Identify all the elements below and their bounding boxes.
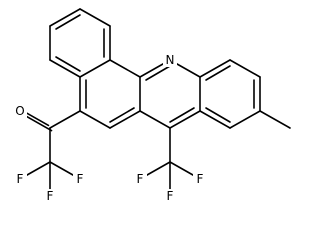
fluorine-label: F xyxy=(197,172,204,186)
bond xyxy=(79,59,111,78)
bond xyxy=(199,110,231,129)
bond xyxy=(109,59,141,78)
bond xyxy=(169,107,195,123)
atom-labels: N O F F F F F F xyxy=(13,53,207,203)
acyl-fluorine-atom-3: F xyxy=(73,172,87,186)
bond xyxy=(109,110,141,129)
bond xyxy=(199,59,231,78)
bond xyxy=(55,56,81,72)
fluorine-label: F xyxy=(47,189,54,203)
oxygen-label: O xyxy=(15,104,24,118)
bond xyxy=(169,110,201,129)
bond xyxy=(205,107,231,123)
bond xyxy=(259,110,291,129)
bond xyxy=(139,110,171,129)
bond-lines xyxy=(17,8,291,197)
nitrogen-label: N xyxy=(166,53,175,67)
bond xyxy=(109,107,135,123)
bond xyxy=(229,110,261,129)
bond xyxy=(229,59,261,78)
acyl-fluorine-atom-2: F xyxy=(43,189,57,203)
bond xyxy=(205,65,231,81)
bond xyxy=(49,110,81,129)
cf3-fluorine-atom-3: F xyxy=(193,172,207,186)
bond xyxy=(79,110,111,129)
cf3-fluorine-atom-1: F xyxy=(133,172,147,186)
bond xyxy=(79,8,111,27)
bond xyxy=(55,14,81,30)
fluorine-label: F xyxy=(77,172,84,186)
carbonyl-oxygen-atom: O xyxy=(13,104,27,118)
bond xyxy=(49,8,81,27)
nitrogen-atom: N xyxy=(163,53,177,67)
fluorine-label: F xyxy=(167,189,174,203)
chemical-structure: N O F F F F F F xyxy=(13,8,291,203)
fluorine-label: F xyxy=(17,172,24,186)
cf3-fluorine-atom-2: F xyxy=(163,189,177,203)
acyl-fluorine-atom-1: F xyxy=(13,172,27,186)
bond xyxy=(49,59,81,78)
fluorine-label: F xyxy=(137,172,144,186)
bond xyxy=(145,65,171,81)
